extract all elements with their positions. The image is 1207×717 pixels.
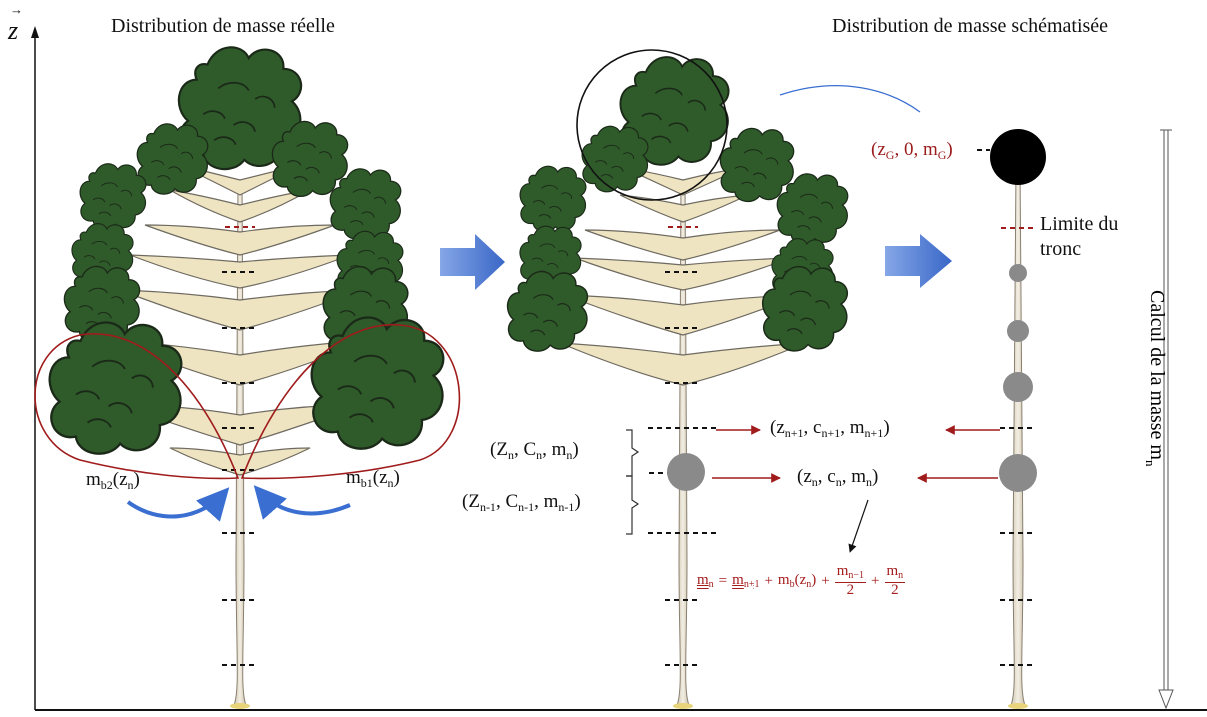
- mass-point: [999, 454, 1037, 492]
- label-Zn: (Zn, Cn, mn): [490, 439, 579, 462]
- label-zg: (zG, 0, mG): [871, 139, 953, 162]
- red-arrows: [712, 425, 1000, 483]
- trunk-3: [1010, 164, 1026, 706]
- branch-loop-b1: [240, 324, 461, 480]
- label-trunk-limit: Limite du tronc: [1040, 213, 1119, 260]
- blue-right-arrow-icon: [440, 234, 505, 290]
- brace-n: [626, 429, 640, 477]
- tree-schematized: [506, 49, 921, 709]
- blue-curved-arrow-icon: [126, 487, 230, 522]
- label-Zn-1: (Zn-1, Cn-1, mn-1): [462, 491, 581, 514]
- label-zn-plus-1: (zn+1, cn+1, mn+1): [770, 417, 890, 440]
- tree-real: [34, 46, 461, 709]
- label-zn: (zn, cn, mn): [797, 466, 879, 489]
- blue-curved-arrow-icon: [253, 485, 351, 520]
- brace-n-1: [626, 475, 640, 535]
- z-axis-label: z: [8, 16, 19, 45]
- formula-pointer: [848, 499, 869, 553]
- blue-right-arrow-icon: [885, 234, 952, 288]
- canopy-circle: [576, 49, 728, 201]
- mass-point-n: [667, 453, 705, 491]
- mass-point-G: [990, 129, 1046, 185]
- title-real-distribution: Distribution de masse réelle: [111, 15, 335, 37]
- title-schematized-distribution: Distribution de masse schématisée: [832, 15, 1109, 37]
- mass-point: [1007, 320, 1029, 342]
- z-axis: [31, 26, 39, 710]
- label-mb2: mb2(zn): [86, 469, 140, 492]
- mass-point: [1003, 372, 1033, 402]
- vertical-calc-label: Calcul de la masse mn: [1143, 290, 1168, 467]
- z-axis-vector-mark: →: [10, 2, 23, 17]
- branch-loop-b2: [34, 333, 240, 480]
- tree-mass-model: [977, 129, 1046, 709]
- calcul-arrow: [1158, 129, 1174, 710]
- mass-point: [1009, 264, 1027, 282]
- label-mb1: mb1(zn): [346, 467, 400, 490]
